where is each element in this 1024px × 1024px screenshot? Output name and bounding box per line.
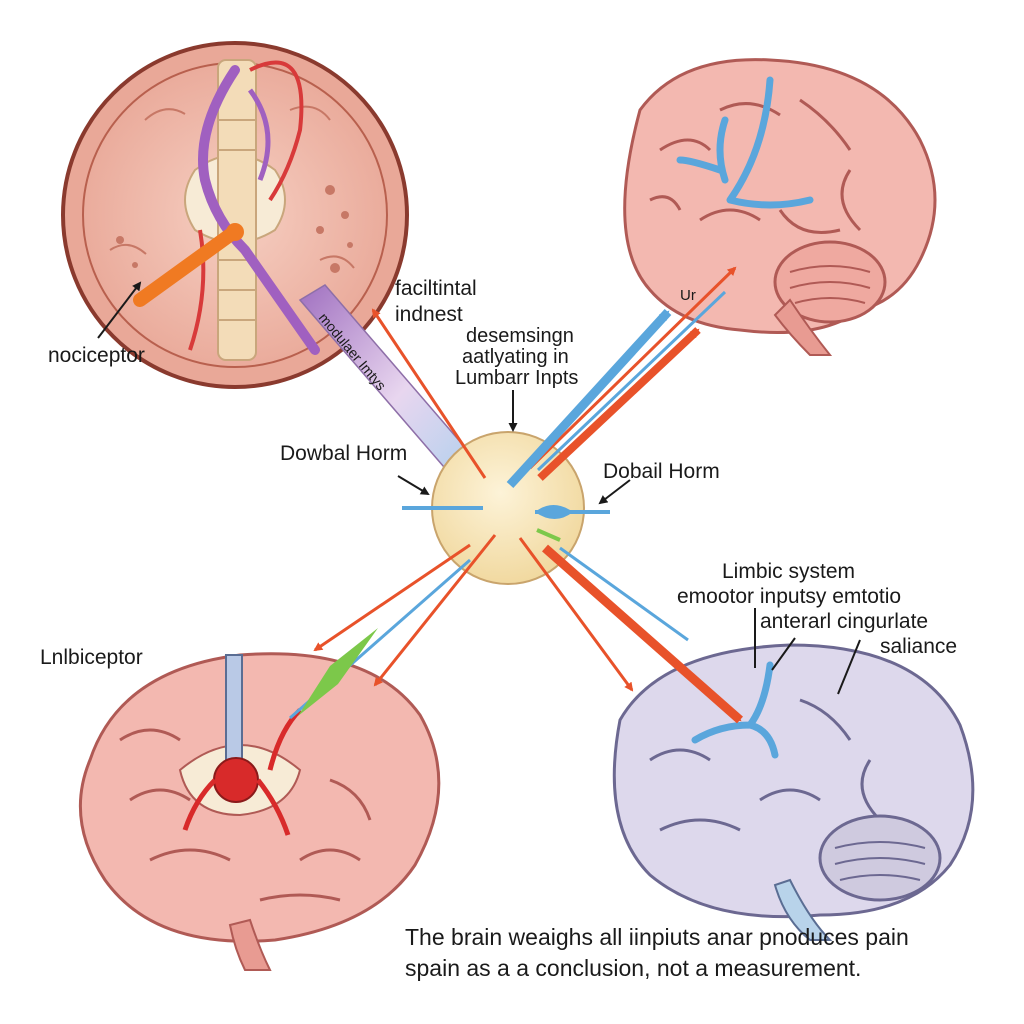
brain-bottom-left: [78, 652, 441, 971]
label-facilitation-1: faciltintal: [395, 277, 477, 300]
label-dorsal-horn-left: Dowbal Horm: [280, 442, 407, 465]
label-up: Ur: [680, 287, 696, 304]
spinal-cord-section: [61, 41, 409, 389]
label-nociceptor: nociceptor: [48, 344, 145, 367]
label-descending-2: aatlyating in: [462, 346, 569, 368]
label-facilitation-2: indnest: [395, 303, 463, 326]
label-descending-3: Lumbarr Inpts: [455, 367, 578, 389]
leader-lines: [97, 281, 861, 695]
pathway-arrows: [289, 266, 743, 724]
label-limbic-1: Limbic system: [722, 560, 855, 583]
label-limbic-4: saliance: [880, 635, 957, 658]
label-limbic-3: anterarl cingurlate: [760, 610, 928, 633]
caption-line-2: spain as a a conclusion, not a measureme…: [405, 955, 861, 981]
brain-bottom-right: [612, 643, 975, 941]
label-lower-left: Lnlbiceptor: [40, 646, 143, 669]
label-dorsal-horn-right: Dobail Horm: [603, 460, 720, 483]
caption-line-1: The brain weaighs all iinpiuts anar pnod…: [405, 924, 909, 950]
label-limbic-2: emootor inputsy emtotio: [677, 585, 901, 608]
label-descending-1: desemsingn: [466, 325, 574, 347]
brain-top-right: [623, 58, 937, 356]
